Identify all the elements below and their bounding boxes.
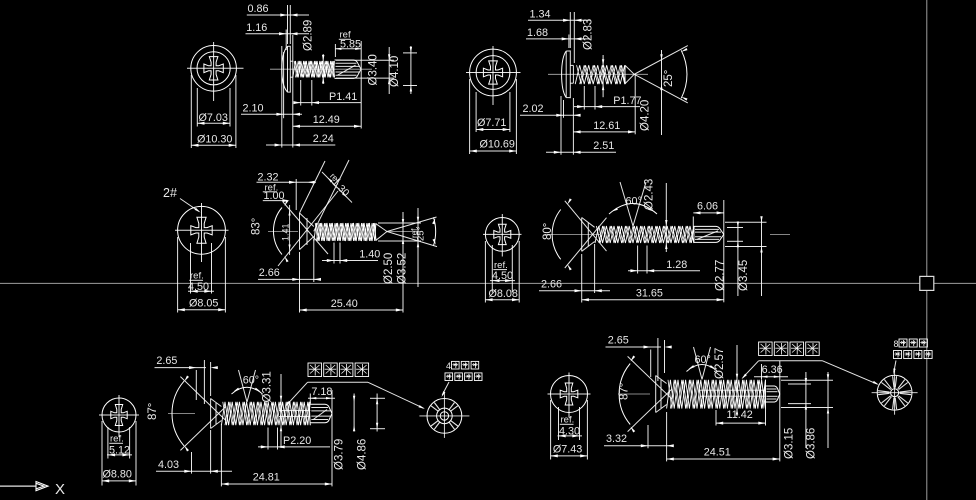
svg-text:2.65: 2.65 [608, 334, 629, 346]
svg-text:12.61: 12.61 [593, 120, 620, 132]
svg-text:Ø4.20: Ø4.20 [640, 100, 652, 131]
svg-text:Ø7.71: Ø7.71 [477, 117, 506, 129]
svg-text:P1.41: P1.41 [329, 91, 357, 103]
svg-text:P2.20: P2.20 [283, 435, 311, 447]
svg-text:Ø3.52: Ø3.52 [397, 253, 409, 284]
svg-text:2.10: 2.10 [243, 103, 264, 115]
svg-text:2.66: 2.66 [259, 267, 280, 279]
svg-text:Ø4.10: Ø4.10 [389, 56, 401, 87]
svg-text:2.02: 2.02 [523, 103, 544, 115]
svg-text:1.68: 1.68 [527, 27, 548, 39]
svg-text:Ø8.08: Ø8.08 [489, 288, 518, 300]
svg-text:87°: 87° [147, 403, 159, 420]
svg-text:Ø2.89: Ø2.89 [303, 20, 315, 51]
svg-text:Ø10.30: Ø10.30 [197, 134, 232, 146]
svg-text:8: 8 [894, 339, 899, 349]
svg-text:1.28: 1.28 [666, 259, 687, 271]
svg-text:2.66: 2.66 [541, 278, 562, 290]
svg-text:Ø7.03: Ø7.03 [199, 112, 228, 124]
svg-text:ref.: ref. [265, 182, 279, 193]
svg-text:1.34: 1.34 [530, 8, 551, 20]
svg-text:0.86: 0.86 [248, 3, 269, 15]
svg-text:1.41: 1.41 [281, 223, 291, 241]
svg-text:Ø3.40: Ø3.40 [368, 54, 380, 85]
svg-text:Ø3.15: Ø3.15 [784, 428, 796, 459]
svg-text:4.03: 4.03 [158, 459, 179, 471]
svg-text:87°: 87° [619, 383, 631, 400]
svg-text:Ø4.86: Ø4.86 [357, 439, 369, 470]
svg-text:24.81: 24.81 [253, 471, 280, 483]
svg-text:2.65: 2.65 [156, 355, 177, 367]
svg-text:ref.: ref. [561, 415, 575, 426]
svg-text:4.50: 4.50 [492, 270, 513, 282]
svg-text:7.18: 7.18 [311, 386, 332, 398]
svg-text:1.00: 1.00 [264, 190, 285, 202]
svg-text:83°: 83° [251, 218, 263, 235]
svg-text:Ø3.86: Ø3.86 [806, 428, 818, 459]
svg-text:Ø8.05: Ø8.05 [189, 298, 218, 310]
svg-text:60°: 60° [243, 375, 259, 387]
svg-text:2.24: 2.24 [313, 133, 334, 145]
svg-text:2.51: 2.51 [593, 140, 614, 152]
svg-text:4.30: 4.30 [559, 425, 580, 437]
svg-text:5.12: 5.12 [109, 444, 130, 456]
svg-text:ref.: ref. [110, 434, 124, 445]
svg-text:25.40: 25.40 [331, 298, 358, 310]
svg-text:ref.: ref. [410, 226, 419, 238]
svg-text:Ø7.43: Ø7.43 [553, 443, 582, 455]
svg-text:60°: 60° [626, 196, 642, 208]
svg-text:ref: ref [340, 30, 351, 41]
svg-text:24.51: 24.51 [704, 446, 731, 458]
svg-text:Ø2.50: Ø2.50 [383, 253, 395, 284]
svg-text:Ø3.31: Ø3.31 [262, 371, 274, 402]
svg-text:1.40: 1.40 [359, 249, 380, 261]
svg-text:80°: 80° [542, 223, 554, 240]
svg-text:ref.: ref. [190, 271, 204, 282]
svg-text:Ø8.80: Ø8.80 [103, 468, 132, 480]
svg-text:Ø10.69: Ø10.69 [480, 139, 515, 151]
svg-text:4.50: 4.50 [188, 281, 209, 293]
svg-text:2.32: 2.32 [258, 171, 279, 183]
svg-text:6.06: 6.06 [697, 200, 718, 212]
svg-text:31.65: 31.65 [636, 288, 663, 300]
svg-text:Ø3.45: Ø3.45 [738, 260, 750, 291]
svg-text:Ø2.83: Ø2.83 [583, 19, 595, 50]
svg-text:2#: 2# [163, 186, 177, 200]
svg-text:3.32: 3.32 [606, 433, 627, 445]
svg-text:1.16: 1.16 [246, 22, 267, 34]
svg-text:12.49: 12.49 [313, 114, 340, 126]
svg-text:5.85: 5.85 [340, 39, 361, 51]
svg-text:4: 4 [446, 361, 451, 371]
svg-text:25°: 25° [416, 226, 427, 241]
svg-text:P1.77: P1.77 [613, 95, 641, 107]
svg-text:X: X [55, 481, 65, 498]
svg-text:Ø3.79: Ø3.79 [334, 439, 346, 470]
svg-text:Ø2.57: Ø2.57 [714, 348, 726, 379]
svg-text:11.42: 11.42 [727, 409, 753, 421]
svg-text:ref.: ref. [494, 260, 508, 271]
svg-text:25°: 25° [663, 70, 675, 87]
svg-text:6.36: 6.36 [762, 364, 783, 376]
svg-text:Ø2.77: Ø2.77 [715, 260, 727, 291]
svg-text:Ø2.43: Ø2.43 [644, 179, 656, 210]
